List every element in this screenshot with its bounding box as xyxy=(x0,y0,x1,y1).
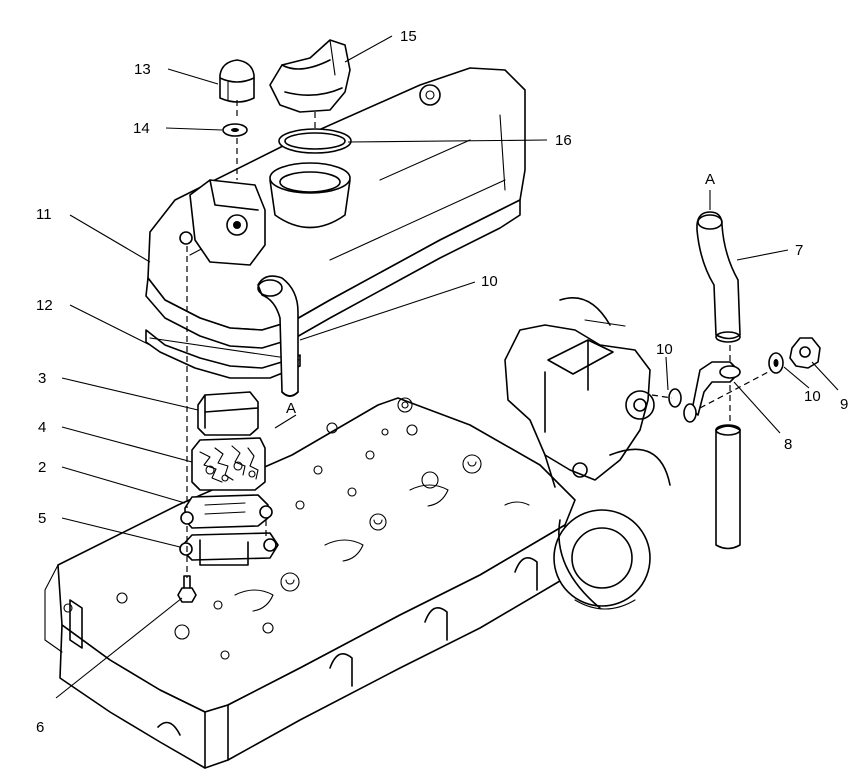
breather-parts xyxy=(177,391,279,603)
callout-labels: 13 15 14 16 11 A 7 10 12 10 3 9 10 8 A 4… xyxy=(36,28,848,736)
rocker-cover xyxy=(145,67,526,397)
callout-3: 3 xyxy=(38,370,46,387)
callout-16: 16 xyxy=(555,132,572,149)
callout-11: 11 xyxy=(36,206,52,223)
leader-lines xyxy=(55,35,839,699)
callout-6: 6 xyxy=(36,719,44,736)
assembly-centerlines xyxy=(186,100,773,578)
callout-5: 5 xyxy=(38,510,46,527)
hose-assembly xyxy=(668,211,821,550)
callout-a-lower: A xyxy=(286,400,296,417)
engine-head xyxy=(44,397,576,769)
callout-7: 7 xyxy=(795,242,803,259)
callout-12: 12 xyxy=(36,297,53,314)
callout-10-washer-right: 10 xyxy=(804,388,821,405)
cap-nut xyxy=(219,59,255,137)
callout-8: 8 xyxy=(784,436,792,453)
callout-14: 14 xyxy=(133,120,150,137)
callout-9: 9 xyxy=(840,396,848,413)
callout-10-hose: 10 xyxy=(481,273,498,290)
oil-cap xyxy=(269,39,352,154)
callout-15: 15 xyxy=(400,28,417,45)
callout-a-upper: A xyxy=(705,171,715,188)
callout-10-washer-left: 10 xyxy=(656,341,673,358)
callout-4: 4 xyxy=(38,419,46,436)
callout-2: 2 xyxy=(38,459,46,476)
engine-bracket xyxy=(504,296,671,610)
callout-13: 13 xyxy=(134,61,151,78)
